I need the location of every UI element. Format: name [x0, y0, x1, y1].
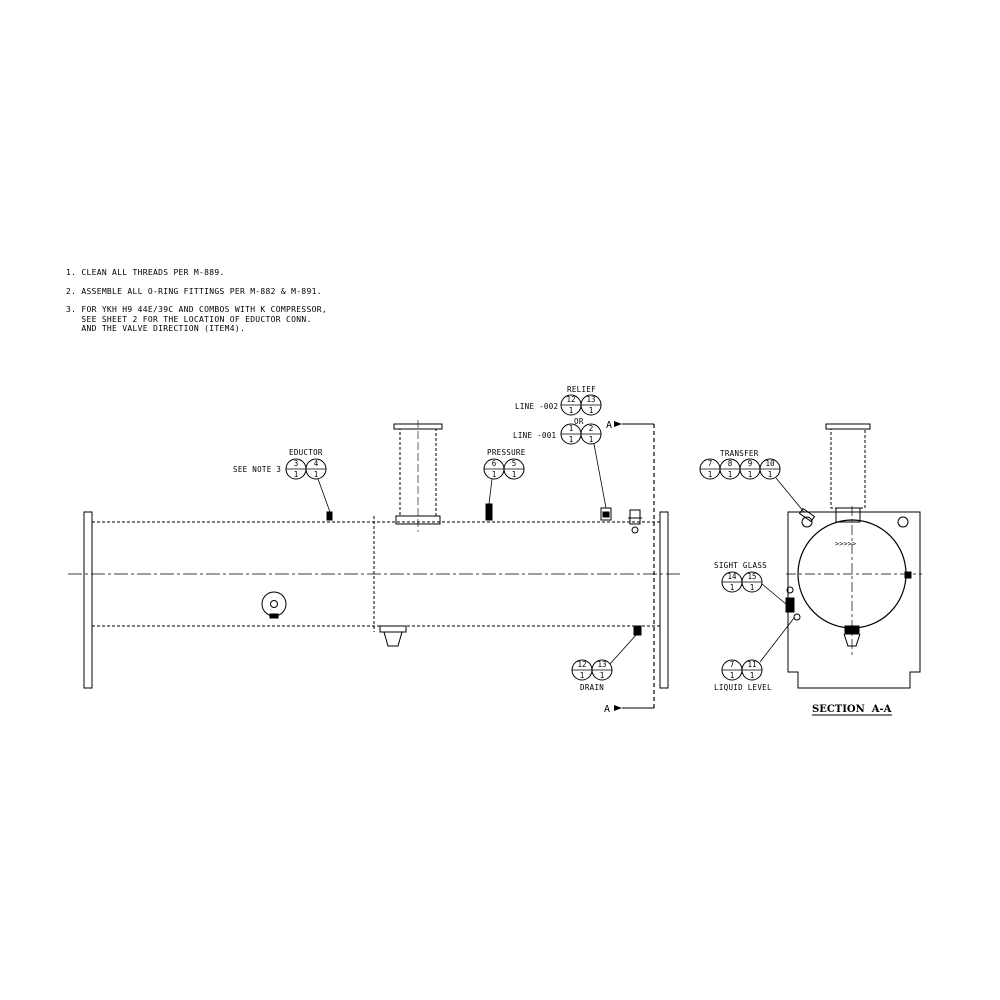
svg-text:1: 1	[730, 583, 735, 592]
svg-text:1: 1	[750, 671, 755, 680]
svg-text:1: 1	[294, 470, 299, 479]
bottom-sump	[379, 625, 407, 647]
liquid-level-callout: 7 1 11 1 LIQUID LEVEL	[714, 617, 795, 692]
svg-text:LIQUID LEVEL: LIQUID LEVEL	[714, 683, 772, 692]
note-2: 2. ASSEMBLE ALL O-RING FITTINGS PER M-88…	[66, 286, 322, 296]
right-tube-sheet	[659, 511, 669, 689]
suction-nozzle	[393, 420, 443, 532]
svg-text:13: 13	[597, 660, 606, 669]
svg-text:2: 2	[589, 424, 594, 433]
right-top-fitting	[628, 509, 642, 534]
svg-text:SIGHT GLASS: SIGHT GLASS	[714, 561, 767, 570]
item-balloon: 5 1	[503, 458, 525, 480]
sight-glass-callout: SIGHT GLASS 14 1 15 1	[714, 561, 787, 605]
item-balloon: 12 1	[560, 394, 582, 416]
svg-text:8: 8	[728, 459, 733, 468]
svg-text:1: 1	[728, 470, 733, 479]
pressure-callout: PRESSURE 6 1 5 1	[483, 448, 526, 505]
svg-text:OR: OR	[574, 417, 584, 426]
item-balloon: 10 1	[759, 458, 781, 480]
svg-text:5: 5	[512, 459, 517, 468]
note-3: 3. FOR YKH H9 44E/39C AND COMBOS WITH K …	[66, 305, 327, 333]
svg-text:11: 11	[747, 660, 756, 669]
svg-text:12: 12	[566, 395, 575, 404]
item-balloon: 1 1	[560, 423, 582, 445]
eductor-fitting	[326, 511, 333, 521]
svg-text:1: 1	[569, 435, 574, 444]
item-balloon: 12 1	[571, 659, 593, 681]
svg-text:RELIEF: RELIEF	[567, 385, 596, 394]
svg-text:1: 1	[768, 470, 773, 479]
drain-fitting	[633, 625, 642, 636]
svg-text:15: 15	[747, 572, 756, 581]
item-balloon: 2 1	[580, 423, 602, 445]
item-balloon: 7 1	[699, 458, 721, 480]
svg-text:1: 1	[589, 406, 594, 415]
svg-text:13: 13	[586, 395, 595, 404]
item-balloon: 11 1	[741, 659, 763, 681]
section-a-a-view: >>>>>	[785, 423, 922, 689]
pressure-fitting	[485, 503, 493, 521]
svg-text:>>>>>: >>>>>	[835, 540, 856, 548]
svg-text:1: 1	[569, 424, 574, 433]
item-balloon: 8 1	[719, 458, 741, 480]
item-balloon: 15 1	[741, 571, 763, 593]
svg-text:12: 12	[577, 660, 586, 669]
svg-text:1: 1	[589, 435, 594, 444]
svg-text:7: 7	[708, 459, 713, 468]
svg-text:7: 7	[730, 660, 735, 669]
svg-text:LINE -001: LINE -001	[513, 431, 556, 440]
eductor-boss	[261, 591, 287, 619]
tube-sheet-outline	[787, 511, 921, 689]
item-balloon: 13 1	[580, 394, 602, 416]
svg-text:1: 1	[569, 406, 574, 415]
svg-text:1: 1	[730, 671, 735, 680]
item-balloon: 6 1	[483, 458, 505, 480]
item-balloon: 14 1	[721, 571, 743, 593]
svg-text:EDUCTOR: EDUCTOR	[289, 448, 323, 457]
relief-fitting	[600, 507, 612, 521]
svg-text:PRESSURE: PRESSURE	[487, 448, 526, 457]
section-marker-bottom: A	[604, 704, 610, 715]
item-balloon: 3 1	[285, 458, 307, 480]
svg-text:1: 1	[580, 671, 585, 680]
svg-text:1: 1	[600, 671, 605, 680]
drain-callout: 12 1 13 1 DRAIN	[571, 634, 637, 692]
eductor-callout: EDUCTOR SEE NOTE 3 3 1 4 1	[233, 448, 331, 513]
general-notes: 1. CLEAN ALL THREADS PER M-889. 2. ASSEM…	[66, 268, 406, 343]
item-balloon: 4 1	[305, 458, 327, 480]
item-balloon: 7 1	[721, 659, 743, 681]
svg-text:1: 1	[492, 470, 497, 479]
item-balloon: 13 1	[591, 659, 613, 681]
svg-text:14: 14	[727, 572, 737, 581]
transfer-callout: TRANSFER 7 1 8 1 9 1 10	[699, 449, 805, 513]
svg-text:10: 10	[765, 459, 775, 468]
svg-text:1: 1	[314, 470, 319, 479]
relief-callout: RELIEF LINE -002 12 1 13 1 OR LINE -001 …	[513, 385, 607, 509]
svg-text:DRAIN: DRAIN	[580, 683, 604, 692]
left-tube-sheet	[83, 511, 93, 689]
svg-text:4: 4	[314, 459, 319, 468]
section-title: SECTION A-A	[812, 704, 892, 715]
svg-text:1: 1	[748, 470, 753, 479]
svg-text:6: 6	[492, 459, 497, 468]
note-1: 1. CLEAN ALL THREADS PER M-889.	[66, 268, 225, 277]
svg-text:LINE -002: LINE -002	[515, 402, 558, 411]
svg-text:1: 1	[512, 470, 517, 479]
svg-text:3: 3	[294, 459, 299, 468]
section-marker-top: A	[606, 420, 612, 431]
item-balloon: 9 1	[739, 458, 761, 480]
svg-text:9: 9	[748, 459, 753, 468]
svg-text:1: 1	[750, 583, 755, 592]
svg-text:SEE NOTE 3: SEE NOTE 3	[233, 465, 281, 474]
svg-text:1: 1	[708, 470, 713, 479]
svg-text:TRANSFER: TRANSFER	[720, 449, 759, 458]
side-elevation	[68, 420, 680, 711]
